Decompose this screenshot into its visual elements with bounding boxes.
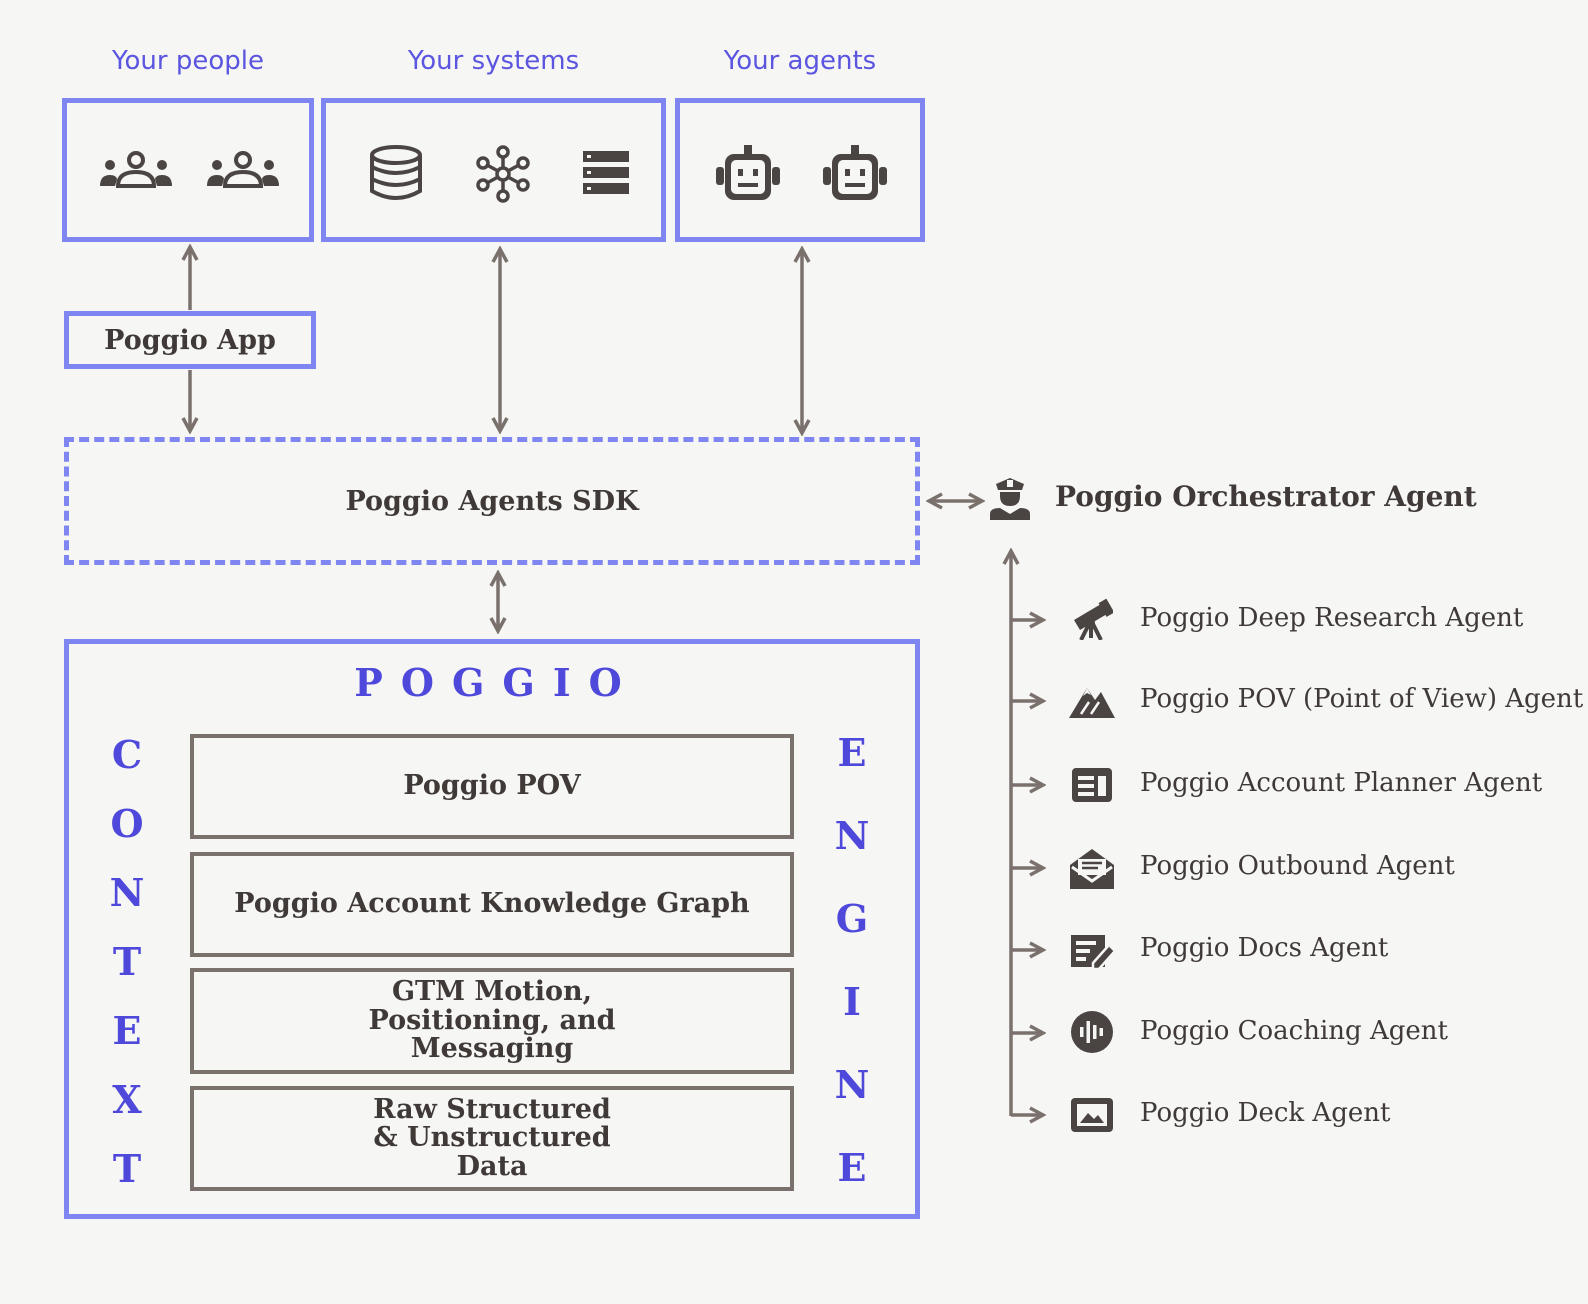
sub-agent-label: Poggio Docs Agent bbox=[1140, 933, 1389, 963]
engine-letter: E bbox=[837, 730, 867, 775]
engine-letter: I bbox=[843, 979, 861, 1024]
context-letter: E bbox=[112, 1008, 142, 1053]
context-letter: T bbox=[112, 939, 142, 984]
network-icon bbox=[476, 145, 530, 203]
sub-agent-label: Poggio Outbound Agent bbox=[1140, 851, 1455, 881]
sub-agent-label: Poggio Deck Agent bbox=[1140, 1098, 1391, 1128]
layer-label: GTM Motion, Positioning, and Messaging bbox=[368, 976, 616, 1065]
context-letter: N bbox=[109, 870, 145, 915]
planner-icon bbox=[1072, 768, 1112, 802]
poggio-engine-box bbox=[64, 639, 920, 1219]
group-icon bbox=[207, 151, 279, 188]
group-icon bbox=[100, 151, 172, 188]
layer-knowledge-graph: Poggio Account Knowledge Graph bbox=[190, 852, 794, 957]
database-icon bbox=[370, 145, 422, 200]
engine-letter: E bbox=[837, 1145, 867, 1190]
header-your-people: Your people bbox=[112, 46, 264, 76]
layer-raw-data: Raw Structured & Unstructured Data bbox=[190, 1086, 794, 1191]
robot-icon bbox=[716, 145, 780, 200]
layer-label: Poggio POV bbox=[403, 770, 581, 802]
telescope-icon bbox=[1074, 598, 1113, 640]
police-officer-icon bbox=[990, 478, 1030, 520]
robot-icon bbox=[823, 145, 887, 200]
context-letter: X bbox=[112, 1077, 142, 1122]
header-your-systems: Your systems bbox=[407, 46, 580, 76]
header-your-agents: Your agents bbox=[723, 46, 877, 76]
systems-box bbox=[321, 98, 666, 242]
poggio-app-label: Poggio App bbox=[104, 324, 276, 356]
doc-edit-icon bbox=[1071, 935, 1115, 969]
engine-letter: G bbox=[835, 896, 869, 941]
sub-agent-label: Poggio POV (Point of View) Agent bbox=[1140, 684, 1584, 714]
sub-agent-label: Poggio Account Planner Agent bbox=[1140, 768, 1543, 798]
envelope-open-icon bbox=[1070, 849, 1114, 889]
audio-wave-icon bbox=[1071, 1011, 1113, 1053]
layer-label: Poggio Account Knowledge Graph bbox=[234, 888, 750, 920]
poggio-title: POGGIO bbox=[354, 660, 640, 705]
agents-sdk-box: Poggio Agents SDK bbox=[64, 437, 920, 565]
context-letter: C bbox=[111, 732, 143, 777]
agents-sdk-label: Poggio Agents SDK bbox=[345, 485, 639, 517]
layer-gtm-motion: GTM Motion, Positioning, and Messaging bbox=[190, 968, 794, 1074]
image-slide-icon bbox=[1071, 1098, 1113, 1132]
sub-agent-label: Poggio Coaching Agent bbox=[1140, 1016, 1448, 1046]
server-stack-icon bbox=[583, 151, 629, 194]
agents-box bbox=[675, 98, 925, 242]
layer-poggio-pov: Poggio POV bbox=[190, 734, 794, 839]
poggio-app-box: Poggio App bbox=[64, 311, 316, 369]
layer-label: Raw Structured & Unstructured Data bbox=[373, 1093, 611, 1182]
mountain-icon bbox=[1069, 688, 1115, 718]
people-box bbox=[62, 98, 314, 242]
orchestrator-label: Poggio Orchestrator Agent bbox=[1055, 480, 1477, 513]
context-letter: T bbox=[112, 1146, 142, 1191]
sub-agent-label: Poggio Deep Research Agent bbox=[1140, 603, 1524, 633]
context-letter: O bbox=[110, 801, 144, 846]
engine-letter: N bbox=[834, 1062, 870, 1107]
engine-letter: N bbox=[834, 813, 870, 858]
